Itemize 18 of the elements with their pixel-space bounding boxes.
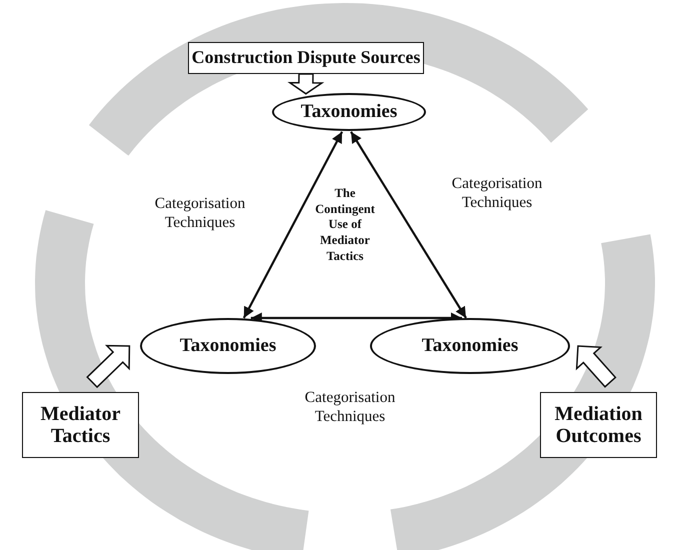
block-arrow xyxy=(576,345,616,388)
technique-label: Categorisation Techniques xyxy=(304,388,396,427)
node-text: Taxonomies xyxy=(180,336,276,356)
node-text: Construction Dispute Sources xyxy=(192,48,420,68)
block-arrow xyxy=(86,344,130,388)
node-text: Taxonomies xyxy=(300,102,398,122)
source-box xyxy=(188,42,424,74)
node-text: Mediator Tactics xyxy=(40,403,122,447)
source-box xyxy=(22,392,139,458)
node-text: Mediation Outcomes xyxy=(554,403,644,447)
block-arrow xyxy=(287,73,324,95)
technique-label: Categorisation Techniques xyxy=(154,194,246,233)
center-label: The Contingent Use of Mediator Tactics xyxy=(314,186,376,264)
arrow xyxy=(350,131,467,319)
technique-label: Categorisation Techniques xyxy=(450,174,544,213)
node-text: Taxonomies xyxy=(422,336,518,356)
source-box xyxy=(540,392,657,458)
arrow xyxy=(242,131,344,319)
